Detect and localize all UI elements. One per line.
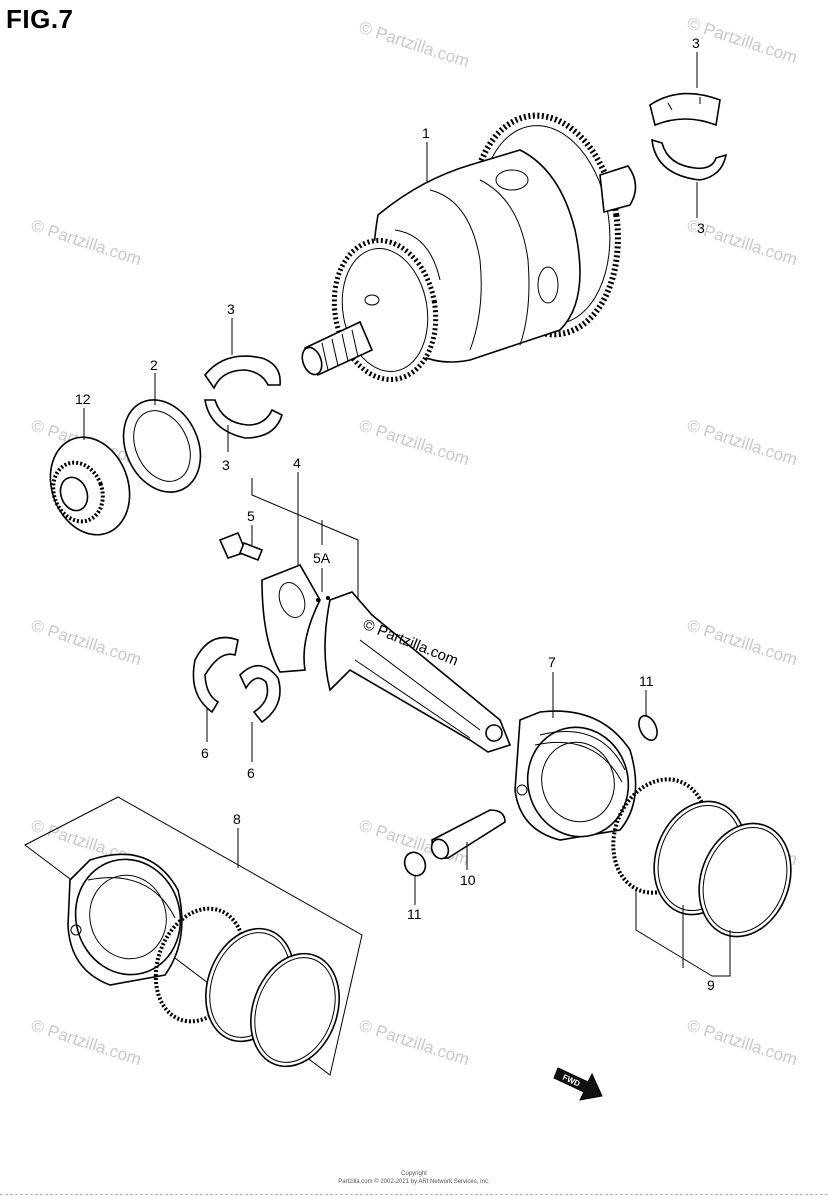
callout-6: 6 [201,745,209,761]
crank-bearing-upper-pair [649,92,728,181]
figure-title: FIG.7 [6,4,74,34]
callout-12: 12 [75,391,91,407]
crank-right-journal [599,165,637,214]
callout-10: 10 [460,872,476,888]
callout-3: 3 [227,301,235,317]
piston-part [514,710,637,841]
watermark: © Partzilla.com [685,416,800,469]
callout-8: 8 [233,811,241,827]
fwd-arrow-icon: FWD [553,1067,603,1101]
connecting-rod-part [261,564,512,753]
copyright-line-1: Copyright [401,1171,427,1177]
watermark: © Partzilla.com [29,1016,144,1069]
watermark: © Partzilla.com [685,1016,800,1069]
callout-7: 7 [548,654,556,670]
primary-gear-part [49,436,131,536]
callout-4: 4 [293,455,301,471]
watermark: © Partzilla.com [357,18,472,71]
watermark: © Partzilla.com [357,1016,472,1069]
conrod-bearing-pair [192,636,281,724]
crank-bearing-left-pair [204,355,283,439]
page-bottom-divider [0,1194,828,1195]
piston-ring-set-part [611,777,792,938]
callout-3: 3 [692,35,700,51]
copyright-line-2: Partzilla.com © 2002-2021 by ARI Network… [338,1179,490,1185]
piston-pin-part [430,809,506,860]
watermark: © Partzilla.com [29,616,144,669]
piston-pin-clip-lower [403,851,427,877]
callout-11: 11 [639,673,654,689]
callout-5: 5 [247,508,255,524]
callout-1: 1 [422,125,430,141]
piston-pin-clip-upper [638,714,658,742]
leader-lines [83,52,731,977]
watermark: © Partzilla.com [357,416,472,469]
watermark: © Partzilla.com [685,616,800,669]
copyright-notice: Copyright Partzilla.com © 2002-2021 by A… [0,1170,828,1186]
piston-set-box [24,796,363,1076]
watermark: © Partzilla.com [685,14,800,67]
crankshaft-part [301,112,637,382]
callout-labels: 1 3 3 3 3 2 12 4 5 5A 6 6 7 11 8 10 11 9 [75,35,715,993]
callout-9: 9 [707,977,715,993]
watermark: © Partzilla.com [29,216,144,269]
callout-2: 2 [150,357,158,373]
thrust-washer-part [122,399,202,493]
callout-6: 6 [247,765,255,781]
conrod-bolt-part [218,531,264,562]
callout-3: 3 [697,220,705,236]
callout-3: 3 [222,457,230,473]
callout-11: 11 [407,906,422,922]
callout-5a: 5A [313,550,331,566]
